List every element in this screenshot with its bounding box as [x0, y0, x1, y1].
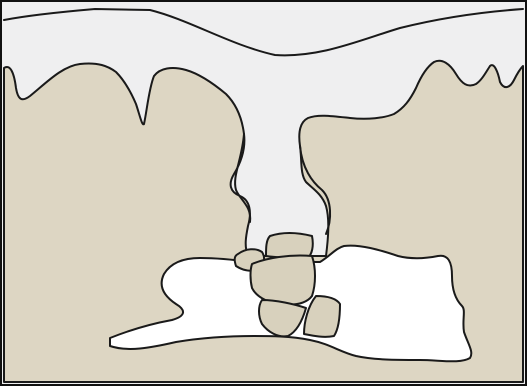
block-center — [251, 255, 316, 304]
block-top — [266, 233, 313, 258]
